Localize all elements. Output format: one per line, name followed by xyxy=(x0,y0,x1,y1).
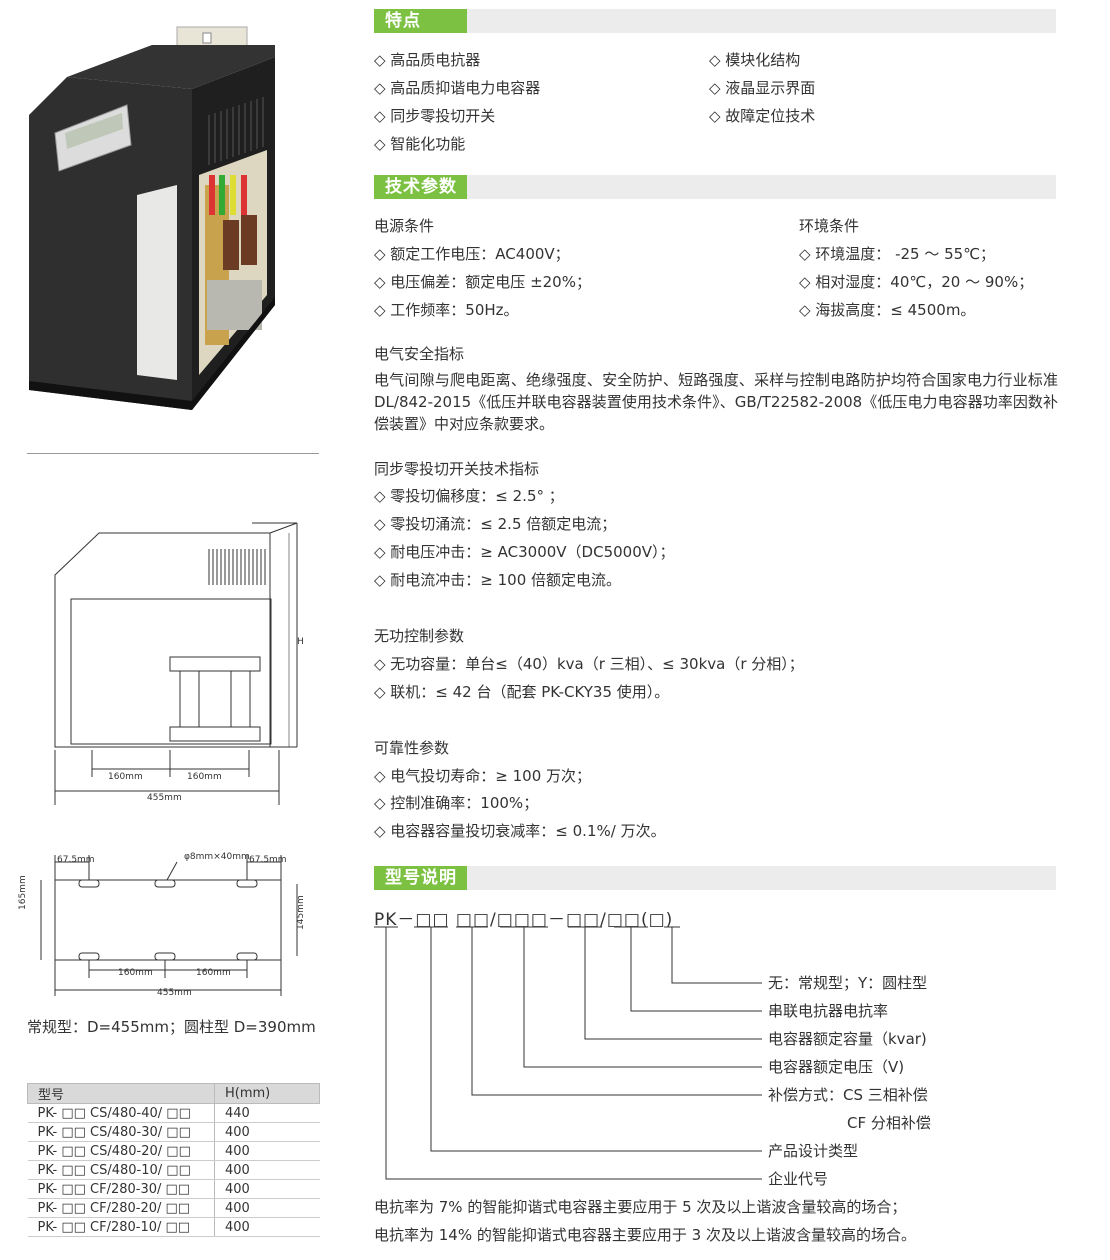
table-cell: 400 xyxy=(214,1217,320,1237)
dim-front-160a: 160mm xyxy=(108,772,143,782)
switch-item: ◇ 零投切偏移度：≤ 2.5° ； xyxy=(374,487,564,505)
front-view-drawing xyxy=(54,522,298,805)
table-row: PK- □□ CF/280-10/ □□400 xyxy=(27,1217,320,1237)
switch-item: ◇ 耐电压冲击：≥ AC3000V（DC5000V）； xyxy=(374,543,675,561)
feature-item: ◇ 故障定位技术 xyxy=(709,107,816,125)
reactive-heading: 无功控制参数 xyxy=(374,627,465,645)
table-cell: 400 xyxy=(214,1198,320,1218)
reliability-item: ◇ 控制准确率：100%； xyxy=(374,794,539,812)
dim-base-165: 165mm xyxy=(18,875,28,910)
power-item: ◇ 额定工作电压：AC400V； xyxy=(374,245,570,263)
model-title: 型号说明 xyxy=(374,866,467,890)
table-cell: 400 xyxy=(214,1179,320,1199)
table-header-model: 型号 xyxy=(27,1083,215,1104)
spec-table: 型号 H(mm) PK- □□ CS/480-40/ □□440 PK- □□ … xyxy=(27,1083,320,1237)
table-header-height: H(mm) xyxy=(214,1083,320,1104)
table-cell: 400 xyxy=(214,1141,320,1161)
dim-base-67-left: 67.5mm xyxy=(57,855,95,865)
model-label: 无：常规型；Y：圆柱型 xyxy=(768,974,928,992)
feature-item: ◇ 高品质电抗器 xyxy=(374,51,481,69)
env-item: ◇ 相对湿度：40℃，20 ～ 90%； xyxy=(799,273,1034,291)
table-cell: PK- □□ CS/480-10/ □□ xyxy=(27,1160,215,1180)
reactive-item: ◇ 无功容量：单台≤（40）kva（r 三相）、≤ 30kva（r 分相）； xyxy=(374,655,804,673)
power-item: ◇ 电压偏差：额定电压 ±20%； xyxy=(374,273,591,291)
features-header: 特点 xyxy=(374,9,1056,33)
table-cell: PK- □□ CS/480-30/ □□ xyxy=(27,1122,215,1142)
model-code-leader-lines xyxy=(374,926,762,1180)
env-item: ◇ 环境温度： -25 ～ 55℃； xyxy=(799,245,996,263)
model-note: 电抗率为 7% 的智能抑谐式电容器主要应用于 5 次及以上谐波含量较高的场合； xyxy=(374,1198,907,1216)
dim-front-160b: 160mm xyxy=(187,772,222,782)
feature-item: ◇ 高品质抑谐电力电容器 xyxy=(374,79,541,97)
table-row: PK- □□ CF/280-20/ □□400 xyxy=(27,1198,320,1218)
base-view-drawing xyxy=(40,855,298,996)
model-note: 电抗率为 14% 的智能抑谐式电容器主要应用于 3 次及以上谐波含量较高的场合。 xyxy=(374,1226,916,1244)
dim-front-h: H xyxy=(297,637,304,647)
feature-item: ◇ 模块化结构 xyxy=(709,51,801,69)
table-cell: PK- □□ CF/280-30/ □□ xyxy=(27,1179,215,1199)
dim-base-hole: φ8mm×40mm xyxy=(184,852,250,862)
reliability-heading: 可靠性参数 xyxy=(374,739,450,757)
drawing-caption: 常规型：D=455mm；圆柱型 D=390mm xyxy=(27,1018,316,1036)
tech-header: 技术参数 xyxy=(374,175,1056,199)
feature-item: ◇ 液晶显示界面 xyxy=(709,79,816,97)
env-item: ◇ 海拔高度：≤ 4500m。 xyxy=(799,301,976,319)
switch-heading: 同步零投切开关技术指标 xyxy=(374,460,540,478)
divider-line xyxy=(27,453,319,454)
safety-text: 电气间隙与爬电距离、绝缘强度、安全防护、短路强度、采样与控制电路防护均符合国家电… xyxy=(374,371,1058,433)
reactive-item: ◇ 联机：≤ 42 台（配套 PK-CKY35 使用）。 xyxy=(374,683,670,701)
model-label: CF 分相补偿 xyxy=(847,1114,931,1132)
table-row: PK- □□ CS/480-30/ □□400 xyxy=(27,1122,320,1142)
features-title: 特点 xyxy=(374,9,467,33)
model-label: 串联电抗器电抗率 xyxy=(768,1002,889,1020)
power-item: ◇ 工作频率：50Hz。 xyxy=(374,301,519,319)
dim-front-455: 455mm xyxy=(147,793,182,803)
dim-base-160b: 160mm xyxy=(196,968,231,978)
switch-item: ◇ 耐电流冲击：≥ 100 倍额定电流。 xyxy=(374,571,622,589)
table-cell: 400 xyxy=(214,1122,320,1142)
feature-item: ◇ 同步零投切开关 xyxy=(374,107,496,125)
model-label: 企业代号 xyxy=(768,1170,829,1188)
dim-base-67-right: 67.5mm xyxy=(249,855,287,865)
reliability-item: ◇ 电气投切寿命：≥ 100 万次； xyxy=(374,767,592,785)
table-row: PK- □□ CS/480-20/ □□400 xyxy=(27,1141,320,1161)
reliability-item: ◇ 电容器容量投切衰减率：≤ 0.1%/ 万次。 xyxy=(374,822,666,840)
table-cell: PK- □□ CF/280-20/ □□ xyxy=(27,1198,215,1218)
table-cell: 440 xyxy=(214,1103,320,1123)
table-row: PK- □□ CF/280-30/ □□400 xyxy=(27,1179,320,1199)
model-label: 补偿方式：CS 三相补偿 xyxy=(768,1086,928,1104)
table-cell: PK- □□ CS/480-20/ □□ xyxy=(27,1141,215,1161)
product-photo xyxy=(29,26,275,410)
table-cell: PK- □□ CF/280-10/ □□ xyxy=(27,1217,215,1237)
model-label: 产品设计类型 xyxy=(768,1142,859,1160)
switch-item: ◇ 零投切涌流：≤ 2.5 倍额定电流； xyxy=(374,515,617,533)
feature-item: ◇ 智能化功能 xyxy=(374,135,466,153)
table-cell: 400 xyxy=(214,1160,320,1180)
safety-heading: 电气安全指标 xyxy=(374,345,465,363)
model-label: 电容器额定电压（V) xyxy=(768,1058,905,1076)
table-row: PK- □□ CS/480-10/ □□400 xyxy=(27,1160,320,1180)
dim-base-455: 455mm xyxy=(157,988,192,998)
dim-base-145: 145mm xyxy=(296,895,306,930)
table-cell: PK- □□ CS/480-40/ □□ xyxy=(27,1103,215,1123)
dim-base-160a: 160mm xyxy=(118,968,153,978)
table-header-row: 型号 H(mm) xyxy=(27,1083,320,1104)
model-header: 型号说明 xyxy=(374,866,1056,890)
model-code: PK－□□ □□/□□□－□□/□□(□) xyxy=(374,910,674,930)
power-heading: 电源条件 xyxy=(374,217,435,235)
table-row: PK- □□ CS/480-40/ □□440 xyxy=(27,1103,320,1123)
model-label: 电容器额定容量（kvar) xyxy=(768,1030,927,1048)
env-heading: 环境条件 xyxy=(799,217,860,235)
tech-title: 技术参数 xyxy=(374,175,467,199)
